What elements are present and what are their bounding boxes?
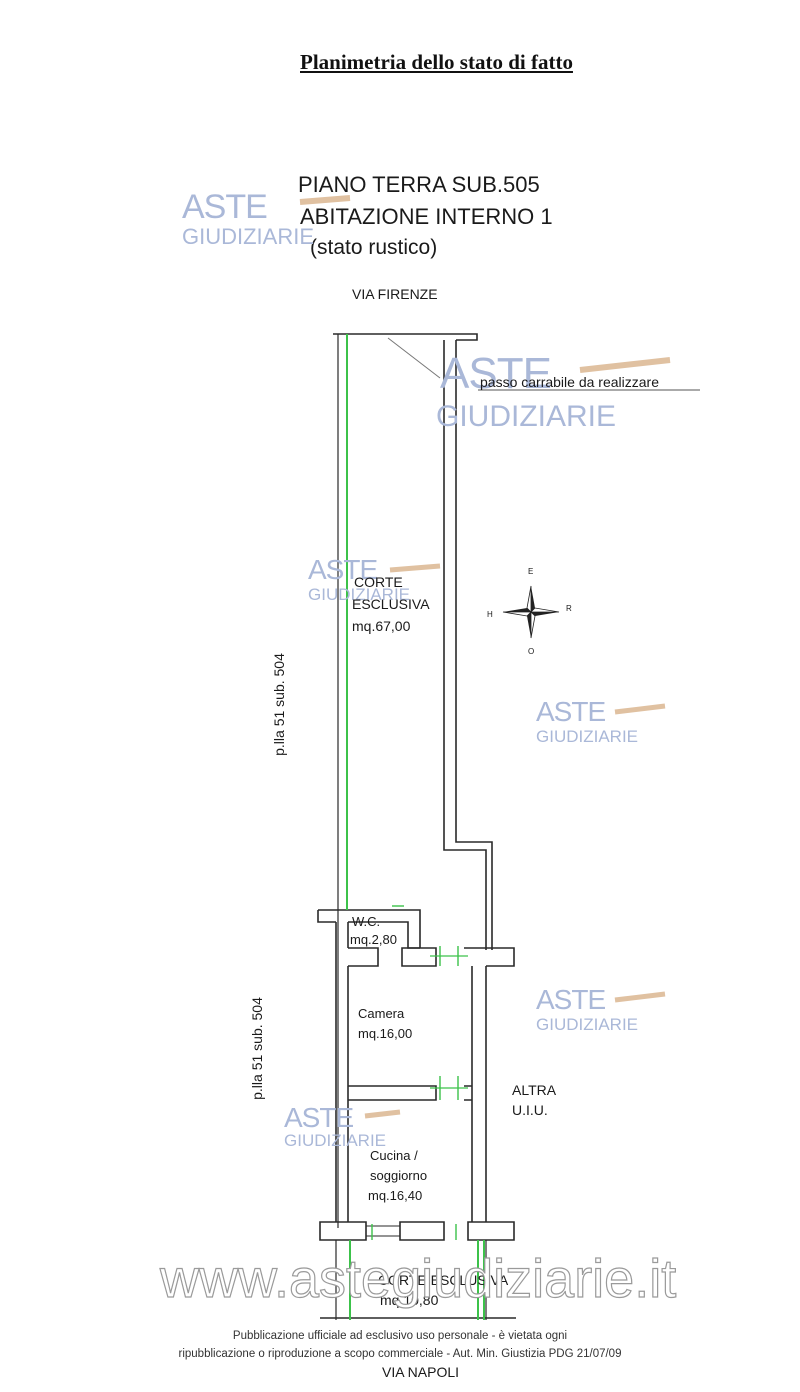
side-label-lower: p.lla 51 sub. 504 [248,997,265,1100]
driveway-label: passo carrabile da realizzare [480,374,659,390]
south-courtyard-walls [335,1240,487,1320]
courtyard-north-name-2: ESCLUSIVA [352,596,430,612]
kitchen-name-2: soggiorno [370,1168,428,1183]
unit-heading: ABITAZIONE INTERNO 1 [300,204,553,229]
courtyard-right-wall-inner [443,340,487,950]
courtyard-north-area: mq.67,00 [352,618,411,634]
courtyard-south-area: mq.10,80 [380,1292,439,1308]
wc-name: W.C. [352,914,381,929]
green-door-bottom [371,1224,457,1240]
watermark-giudiziarie: GIUDIZIARIE [182,224,315,249]
street-north-label: VIA FIRENZE [352,286,438,302]
compass-label-north: E [528,567,534,576]
partition-camera-kitchen [348,1085,437,1101]
kitchen-area: mq.16,40 [368,1188,423,1203]
bottom-wall-left [319,1221,367,1241]
watermark-aste: ASTE [182,188,268,226]
green-door-ticks [430,955,468,1089]
bottom-wall-right [467,1221,515,1241]
partition-wc-camera-left [348,947,379,967]
courtyard-south-name: CORTE ESCLUSIVA [378,1272,509,1288]
compass-rose [502,585,560,639]
watermark-aste: ASTE [536,984,606,1015]
kitchen-name: Cucina / [370,1148,418,1163]
watermark-giudiziarie: GIUDIZIARIE [436,400,617,433]
state-heading: (stato rustico) [310,236,438,259]
side-label-upper: p.lla 51 sub. 504 [270,653,287,756]
bedroom-name: Camera [358,1006,405,1021]
top-wall [333,333,478,341]
courtyard-north-name: CORTE [354,574,403,590]
partition-wc-camera-right [464,947,515,967]
compass-label-east: R [566,604,572,613]
partition-camera-kitchen-right [464,1085,472,1101]
driveway-leader [387,337,441,379]
compass-label-south: O [528,647,535,656]
wc-top-left [317,910,336,923]
floor-heading: PIANO TERRA SUB.505 [298,172,540,197]
courtyard-right-wall-outer [455,340,493,950]
green-boundary-south-right [477,1240,485,1320]
other-unit-label: ALTRA [512,1082,557,1098]
watermark-aste: ASTE [440,349,552,398]
footer-line-2: ripubblicazione o riproduzione a scopo c… [178,1348,622,1360]
watermark-giudiziarie: GIUDIZIARIE [284,1131,387,1150]
partition-wc-camera-mid [401,947,437,967]
watermark-giudiziarie: GIUDIZIARIE [308,585,411,604]
watermark-aste: ASTE [536,696,606,727]
wc-top-wall [318,909,421,948]
watermark-site-url: www.astegiudiziarie.it [159,1248,677,1309]
wc-area: mq.2,80 [350,932,397,947]
page-title: Planimetria dello stato di fatto [300,50,573,74]
street-south-label: VIA NAPOLI [382,1364,460,1380]
other-unit-label-2: U.I.U. [512,1102,548,1118]
bedroom-area: mq.16,00 [358,1026,413,1041]
watermark-aste: ASTE [284,1102,354,1133]
watermark-giudiziarie: GIUDIZIARIE [536,727,639,746]
bottom-window [366,1225,400,1237]
compass-label-west: H [487,610,493,619]
gavel-watermarks [299,195,671,1119]
watermark-aste: ASTE [308,554,378,585]
bottom-wall-mid [399,1221,445,1241]
footer-line-1: Pubblicazione ufficiale ad esclusivo uso… [232,1330,568,1342]
watermark-giudiziarie: GIUDIZIARIE [536,1015,639,1034]
